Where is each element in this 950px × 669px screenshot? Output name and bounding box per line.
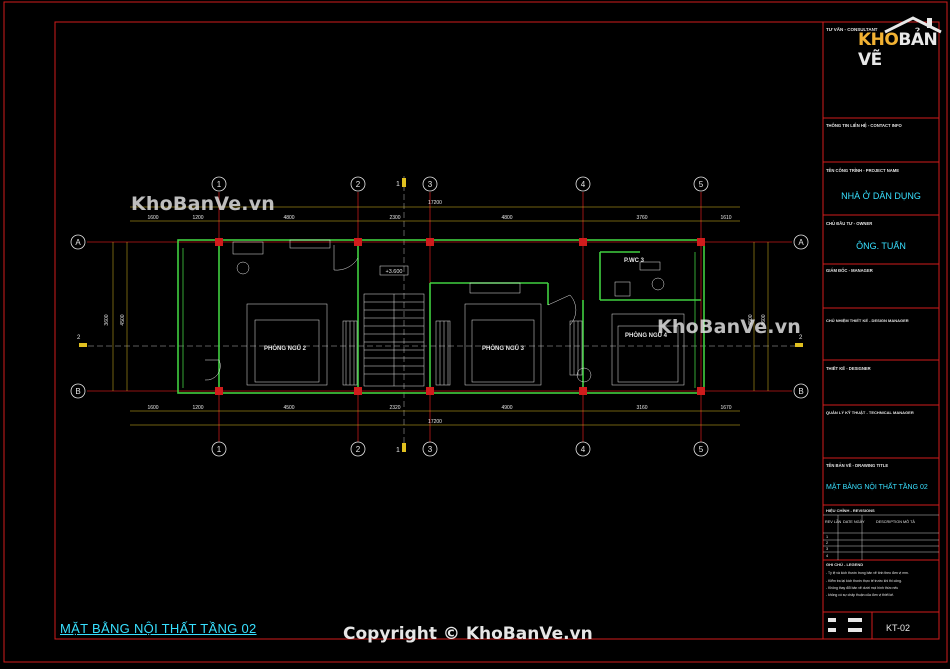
section-line-2: 2 2 1 1 (77, 176, 803, 454)
level-tag: +3.600 (386, 269, 403, 275)
dim-top-4: 2300 (389, 215, 400, 221)
grid-col-5-bottom: 5 (699, 445, 704, 454)
copyright-notice: Copyright © KhoBanVe.vn (343, 624, 593, 644)
tb-note-1: - Tỷ lệ và kích thước trong bản vẽ tính … (826, 571, 909, 575)
dim-bottom-5: 4900 (501, 405, 512, 411)
tb-design-manager: CHỦ NHIỆM THIẾT KẾ - DESIGN MANAGER (826, 318, 909, 323)
tb-revision-label: HIỆU CHỈNH - REVISIONS (826, 508, 875, 513)
khobanve-logo: KHOBẢN VẼ (855, 12, 945, 70)
room-label-wc-3: P.WC 3 (624, 258, 645, 264)
room-label-bedroom-3: PHÒNG NGỦ 3 (482, 344, 525, 352)
logo-text: KHOBẢN VẼ (858, 30, 945, 70)
tb-contact: THÔNG TIN LIÊN HỆ - CONTACT INFO (826, 123, 903, 128)
sheet-title: MẶT BẰNG NỘI THẤT TẦNG 02 (60, 621, 257, 636)
tb-rev-col-3: DESCRIPTION MÔ TẢ (876, 519, 915, 524)
watermark-2: KhoBanVe.vn (657, 316, 802, 338)
section-marker-bottom: 1 (396, 447, 400, 454)
dim-top-2: 1200 (192, 215, 203, 221)
dim-top-1: 1600 (147, 215, 158, 221)
dim-total-bottom: 17200 (428, 419, 442, 425)
tb-consultant: TƯ VẤN - CONSULTANT (826, 26, 878, 32)
room-label-bedroom-4: PHÒNG NGỦ 4 (625, 331, 668, 339)
tb-rev-row-1: 1 (826, 535, 828, 539)
grid-col-2-bottom: 2 (356, 445, 361, 454)
dim-top-5: 4800 (501, 215, 512, 221)
tb-rev-col-2: DATE NGÀY (843, 520, 865, 524)
tb-director: GIÁM ĐỐC - MANAGER (826, 268, 873, 273)
room-labels: PHÒNG NGỦ 2 PHÒNG NGỦ 3 PHÒNG NGỦ 4 P.WC… (264, 258, 668, 352)
tb-notes-label: GHI CHÚ - LEGEND (826, 562, 863, 567)
grid-col-2-top: 2 (356, 180, 361, 189)
dim-side-right-2: 4500 (748, 314, 754, 325)
tb-note-3: - Không thay đổi bản vẽ dưới mọi hình th… (826, 586, 898, 590)
outer-frame (3, 1, 948, 663)
tb-note-4: - không có sự chấp thuận của đơn vị thiế… (826, 593, 894, 597)
tb-note-2: - Kiểm tra lại kích thước thực tế trước … (826, 579, 902, 583)
dim-top-3: 4800 (283, 215, 294, 221)
grid-col-5-top: 5 (699, 180, 704, 189)
dim-bottom-1: 1600 (147, 405, 158, 411)
section-side-left: 2 (77, 335, 81, 341)
grid-row-b-left: B (75, 387, 80, 396)
dim-top-6: 3760 (636, 215, 647, 221)
room-label-bedroom-2: PHÒNG NGỦ 2 (264, 344, 307, 352)
tb-drawing-title-label: TÊN BẢN VẼ - DRAWING TITLE (826, 463, 888, 468)
tb-rev-row-3: 3 (826, 547, 828, 551)
tb-tech-manager: QUẢN LÝ KỸ THUẬT - TECHNICAL MANAGER (826, 410, 914, 415)
tb-sheet-no: KT-02 (886, 623, 910, 633)
logo-text-banve: BẢN VẼ (858, 30, 938, 70)
grid-col-4-bottom: 4 (581, 445, 586, 454)
dim-top-7: 1610 (720, 215, 731, 221)
dim-side-right: 3600 (761, 314, 767, 325)
grid-col-1-top: 1 (217, 180, 222, 189)
grid-row-a-left: A (75, 238, 81, 247)
grid-bubbles: 1 2 3 4 5 1 2 3 4 5 A B A B (70, 176, 809, 457)
dimension-lines (112, 206, 769, 426)
tb-designer: THIẾT KẾ - DESIGNER (826, 366, 871, 371)
grid-col-4-top: 4 (581, 180, 586, 189)
tb-owner-name: ÔNG. TUẤN (856, 241, 906, 251)
section-side-right: 2 (799, 335, 803, 341)
logo-text-kho: KHO (858, 30, 899, 50)
pillars (215, 238, 705, 395)
dim-bottom-4: 2320 (389, 405, 400, 411)
tb-drawing-title: MẶT BẰNG NỘI THẤT TẦNG 02 (826, 481, 928, 491)
grid-col-3-top: 3 (428, 180, 433, 189)
grid-row-b-right: B (798, 387, 803, 396)
section-marker-top: 1 (396, 181, 400, 188)
dim-side-left: 3600 (104, 314, 110, 325)
dim-bottom-7: 1670 (720, 405, 731, 411)
walls-detail (204, 239, 685, 387)
dim-total-top: 17200 (428, 200, 442, 206)
dim-bottom-6: 3160 (636, 405, 647, 411)
dim-bottom-2: 1200 (192, 405, 203, 411)
title-block: TƯ VẤN - CONSULTANT THÔNG TIN LIÊN HỆ - … (822, 21, 940, 640)
house-roof-icon (884, 16, 942, 34)
dim-bottom-3: 4500 (283, 405, 294, 411)
grid-col-3-bottom: 3 (428, 445, 433, 454)
watermark-1: KhoBanVe.vn (131, 193, 276, 215)
dim-side-left-2: 4500 (120, 314, 126, 325)
grid-col-1-bottom: 1 (217, 445, 222, 454)
tb-owner-label: CHỦ ĐẦU TƯ - OWNER (826, 221, 872, 226)
tb-project-label: TÊN CÔNG TRÌNH - PROJECT NAME (826, 168, 899, 173)
tb-rev-col-1: REV LẦN (825, 520, 842, 524)
grid-row-a-right: A (798, 238, 804, 247)
tb-rev-row-2: 2 (826, 541, 828, 545)
tb-rev-row-4: 4 (826, 554, 828, 558)
tb-project-name: NHÀ Ở DÂN DỤNG (841, 190, 921, 201)
dimension-texts: 17200 1600 1200 4800 2300 4800 3760 1610… (104, 200, 767, 425)
